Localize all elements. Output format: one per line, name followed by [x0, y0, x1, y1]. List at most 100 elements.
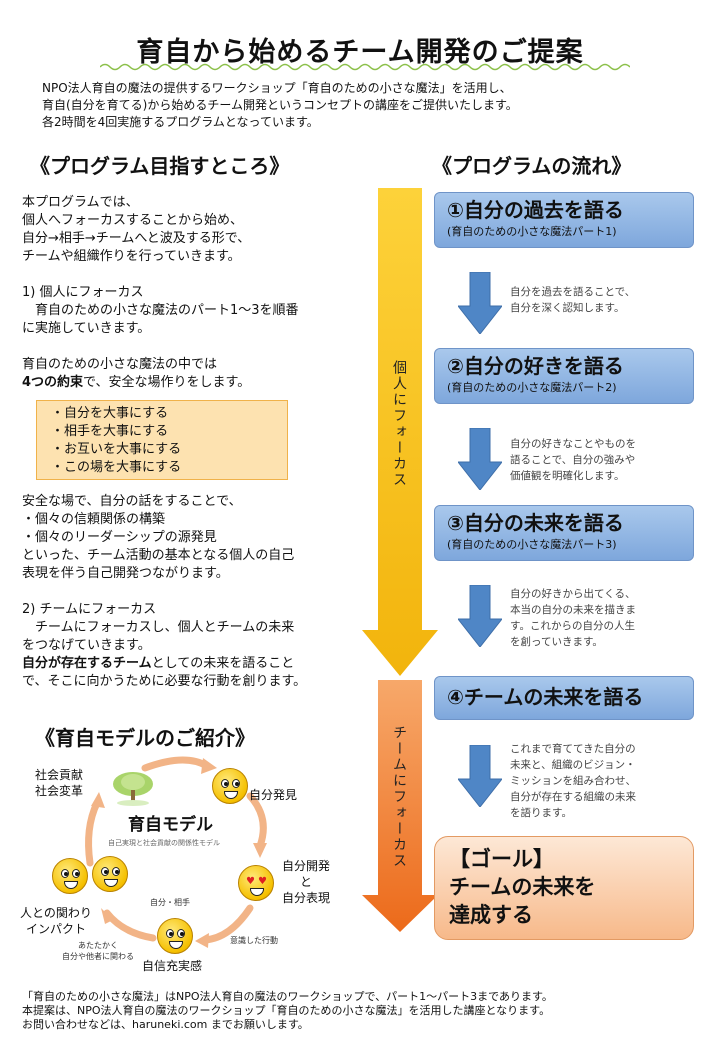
goal-line: 達成する: [449, 903, 533, 927]
model-title: 育自モデル: [128, 815, 213, 835]
intro-text: NPO法人育自の魔法の提供するワークショップ「育自のための小さな魔法」を活用し、…: [42, 80, 682, 131]
text-line: ・個々の信頼関係の構築: [22, 512, 166, 527]
promise-item: ・お互いを大事にする: [51, 442, 182, 457]
text-line: に実施していきます。: [22, 321, 151, 336]
step-1-box: ①自分の過去を語る (育自のための小さな魔法パート1): [434, 192, 694, 248]
step-2-box: ②自分の好きを語る (育自のための小さな魔法パート2): [434, 348, 694, 404]
goal-line: チームの未来を: [449, 875, 596, 899]
down-arrow-icon: [458, 428, 502, 490]
text-line: チームにフォーカスし、個人とチームの未来: [22, 620, 295, 635]
down-arrow-icon: [458, 585, 502, 647]
note-line: 自分の好きから出てくる、: [510, 588, 636, 600]
text-line: 1) 個人にフォーカス: [22, 285, 144, 300]
step-title: ③自分の未来を語る: [447, 511, 624, 535]
note-line: 未来と、組織のビジョン・: [510, 759, 636, 771]
note-line: 自分を過去を語ることで、: [510, 286, 636, 298]
text-line: 表現を伴う自己開発つながります。: [22, 566, 229, 581]
goal-box: 【ゴール】 チームの未来を 達成する: [434, 836, 694, 940]
step-4-box: ④チームの未来を語る: [434, 676, 694, 720]
note-line: これまで育ててきた自分の: [510, 743, 636, 755]
focus-flow-arrows: [362, 188, 438, 932]
page-title: 育自から始めるチーム開発のご提案: [136, 37, 584, 68]
text-line: といった、チーム活動の基本となる個人の自己: [22, 548, 295, 563]
four-promises-box: ・自分を大事にする ・相手を大事にする ・お互いを大事にする ・この場を大事にす…: [36, 400, 288, 480]
note-line: 自分を深く認知します。: [510, 302, 625, 314]
text-line: 育自のための小さな魔法の中では: [22, 357, 218, 372]
label-line: 自分表現: [282, 891, 331, 905]
down-arrow-icon: [458, 745, 502, 807]
heading-program-goal: 《プログラム目指すところ》: [30, 154, 290, 178]
down-arrow-icon: [458, 272, 502, 334]
text-span: としての未来を語ること: [151, 656, 295, 671]
text-line: 本プログラムでは、: [22, 195, 139, 210]
step-title: ①自分の過去を語る: [447, 198, 624, 222]
relations-label: 人との関わり インパクト: [20, 905, 92, 937]
label-line: あたたかく: [78, 941, 118, 950]
conscious-action-label: 意識した行動: [230, 936, 278, 945]
step-title: ②自分の好きを語る: [447, 354, 624, 378]
note-line: 価値観を明確化します。: [510, 470, 625, 482]
smiley-face-icon: [157, 918, 193, 954]
promise-item: ・相手を大事にする: [51, 424, 169, 439]
smiley-face-icon: [92, 856, 128, 892]
text-line: 個人へフォーカスすることから始め、: [22, 213, 244, 228]
note-line: を創っていきます。: [510, 636, 603, 648]
team-focus-arrow: [362, 680, 438, 932]
personal-focus-label: 個人にフォーカス: [391, 360, 407, 488]
social-label: 社会貢献 社会変革: [35, 767, 83, 799]
self-discovery-label: 自分発見: [249, 788, 298, 802]
note-line: 語ることで、自分の強みや: [510, 454, 636, 466]
warm-relation-label: あたたかく 自分や他者に関わる: [62, 940, 134, 962]
step-4-note: これまで育ててきた自分の 未来と、組織のビジョン・ ミッションを組み合わせ、 自…: [510, 741, 700, 821]
confidence-label: 自信充実感: [142, 959, 203, 973]
label-line: 社会変革: [35, 784, 84, 798]
label-line: 社会貢献: [35, 768, 84, 782]
step-1-note: 自分を過去を語ることで、 自分を深く認知します。: [510, 284, 700, 316]
label-line: 自分開発: [282, 859, 331, 873]
text-line: をつなげていきます。: [22, 638, 151, 653]
step-subtitle: (育自のための小さな魔法パート3): [447, 538, 617, 551]
self-development-label: 自分開発 と 自分表現: [282, 858, 330, 906]
step-3-box: ③自分の未来を語る (育自のための小さな魔法パート3): [434, 505, 694, 561]
footer-text: 「育自のための小さな魔法」はNPO法人育自の魔法のワークショップで、パート1～パ…: [22, 990, 553, 1032]
title-underline-decoration: [100, 63, 630, 71]
intro-line: 各2時間を4回実施するプログラムとなっています。: [42, 115, 319, 129]
step-subtitle: (育自のための小さな魔法パート2): [447, 381, 617, 394]
label-line: と: [300, 875, 313, 889]
footer-line: 本提案は、NPO法人育自の魔法のワークショップ「育自のための小さな魔法」を活用し…: [22, 1004, 551, 1017]
intro-line: NPO法人育自の魔法の提供するワークショップ「育自のための小さな魔法」を活用し、: [42, 81, 512, 95]
text-line: で、そこに向かうために必要な行動を創ります。: [22, 674, 307, 689]
goal-line: 【ゴール】: [449, 847, 554, 871]
text-line: 育自のための小さな魔法のパート1～3を順番: [22, 303, 299, 318]
team-focus-label: チームにフォーカス: [391, 725, 407, 869]
text-span: で、安全な場作りをします。: [83, 375, 251, 390]
label-line: 自分や他者に関わる: [62, 952, 134, 961]
footer-line: お問い合わせなどは、haruneki.com までお願いします。: [22, 1018, 309, 1031]
promise-item: ・この場を大事にする: [51, 460, 182, 475]
personal-focus-arrow: [362, 188, 438, 676]
step-2-note: 自分の好きなことやものを 語ることで、自分の強みや 価値観を明確化します。: [510, 436, 700, 484]
note-line: 自分の好きなことやものを: [510, 438, 636, 450]
note-line: を語ります。: [510, 807, 572, 819]
smiley-face-icon: [212, 768, 248, 804]
program-goal-text: 本プログラムでは、 個人へフォーカスすることから始め、 自分→相手→チームへと波…: [22, 194, 352, 691]
team-bold: 自分が存在するチーム: [22, 656, 152, 671]
step-3-note: 自分の好きから出てくる、 本当の自分の未来を描きま す。これからの自分の人生 を…: [510, 586, 700, 650]
promise-item: ・自分を大事にする: [51, 406, 169, 421]
heading-model-intro: 《育自モデルのご紹介》: [35, 726, 255, 750]
heading-program-flow: 《プログラムの流れ》: [432, 154, 632, 178]
note-line: 自分が存在する組織の未来: [510, 791, 636, 803]
text-line: ・個々のリーダーシップの源発見: [22, 530, 217, 545]
text-line: 4つの約束で、安全な場作りをします。: [22, 374, 352, 392]
heart-eyes-face-icon: ♥♥: [238, 865, 274, 901]
note-line: 本当の自分の未来を描きま: [510, 604, 636, 616]
step-subtitle: (育自のための小さな魔法パート1): [447, 225, 617, 238]
step-title: ④チームの未来を語る: [447, 685, 644, 709]
text-line: 自分→相手→チームへと波及する形で、: [22, 231, 251, 246]
note-line: ミッションを組み合わせ、: [510, 775, 636, 787]
label-line: インパクト: [25, 922, 86, 936]
text-line: 自分が存在するチームとしての未来を語ること: [22, 655, 352, 673]
tree-icon: [113, 772, 153, 806]
text-line: チームや組織作りを行っていきます。: [22, 249, 241, 264]
text-line: 2) チームにフォーカス: [22, 602, 157, 617]
